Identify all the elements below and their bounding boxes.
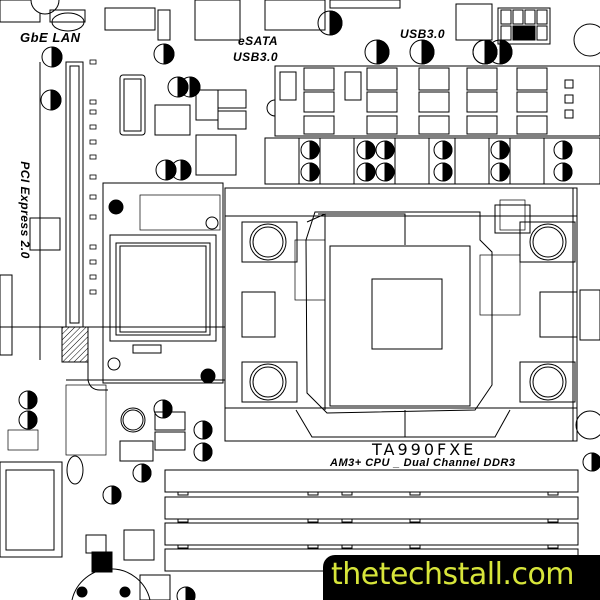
top-left-area [0, 0, 171, 41]
smd-clusters [7, 194, 526, 456]
smd-column [89, 59, 97, 295]
power-connector [455, 3, 551, 45]
usb3-label-left: USB3.0 [233, 50, 279, 64]
usb3-label-right: USB3.0 [400, 27, 446, 41]
watermark-text: thetechstall.com [331, 557, 575, 592]
io-area [119, 0, 401, 176]
board-model-label: TA990FXE [372, 440, 477, 459]
pcie-label: PCI Express 2.0 [18, 161, 32, 259]
pcie-slot [0, 61, 225, 391]
board-subtitle-label: AM3+ CPU _ Dual Channel DDR3 [330, 457, 516, 469]
cpu-socket-region [224, 187, 578, 442]
electrolytic-capacitors [18, 10, 600, 600]
right-edge [572, 188, 600, 441]
chipset-region [0, 182, 224, 384]
vrm-area [264, 65, 600, 185]
esata-label: eSATA [238, 34, 279, 48]
watermark-banner: thetechstall.com [323, 555, 600, 600]
gbe-lan-label: GbE LAN [20, 30, 81, 45]
southbridge-region [0, 411, 186, 600]
